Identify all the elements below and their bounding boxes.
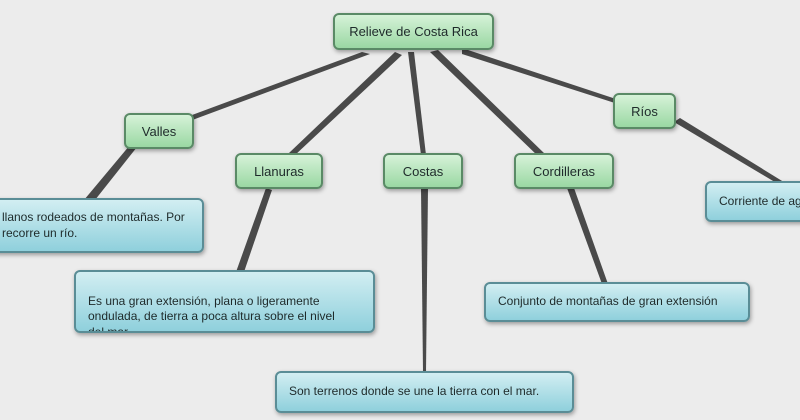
node-cordilleras-label: Cordilleras bbox=[532, 163, 596, 179]
edge-costas-definition bbox=[421, 188, 428, 372]
node-rios[interactable]: Ríos bbox=[613, 93, 676, 129]
root-node[interactable]: Relieve de Costa Rica bbox=[333, 13, 494, 50]
node-costas[interactable]: Costas bbox=[383, 153, 463, 189]
edge-rios-definition bbox=[674, 118, 800, 197]
definition-cordilleras[interactable]: Conjunto de montañas de gran extensión bbox=[484, 282, 750, 322]
edge-root-costas bbox=[408, 52, 426, 155]
definition-valles[interactable]: llanos rodeados de montañas. Por recorre… bbox=[0, 198, 204, 253]
definition-costas[interactable]: Son terrenos donde se une la tierra con … bbox=[275, 371, 574, 413]
edge-root-cordilleras bbox=[430, 50, 546, 158]
edge-valles-definition bbox=[84, 145, 137, 200]
definition-cordilleras-text: Conjunto de montañas de gran extensión bbox=[498, 294, 718, 309]
definition-llanuras[interactable]: Es una gran extensión, plana o ligeramen… bbox=[74, 270, 375, 333]
edge-llanuras-definition bbox=[236, 188, 272, 272]
node-valles[interactable]: Valles bbox=[124, 113, 194, 149]
edge-root-valles bbox=[157, 52, 370, 132]
node-llanuras[interactable]: Llanuras bbox=[235, 153, 323, 189]
node-cordilleras[interactable]: Cordilleras bbox=[514, 153, 614, 189]
node-llanuras-label: Llanuras bbox=[254, 163, 304, 179]
edge-root-llanuras bbox=[289, 52, 402, 156]
definition-llanuras-text: Es una gran extensión, plana o ligeramen… bbox=[88, 293, 335, 333]
node-rios-label: Ríos bbox=[631, 103, 658, 119]
definition-rios-text: Corriente de ag bbox=[719, 193, 800, 208]
root-node-label: Relieve de Costa Rica bbox=[349, 24, 478, 39]
node-costas-label: Costas bbox=[402, 163, 444, 179]
definition-rios[interactable]: Corriente de ag bbox=[705, 181, 800, 222]
definition-valles-text: llanos rodeados de montañas. Por recorre… bbox=[2, 210, 185, 240]
edge-cordilleras-definition bbox=[567, 188, 608, 284]
node-valles-label: Valles bbox=[141, 123, 177, 139]
definition-costas-text: Son terrenos donde se une la tierra con … bbox=[289, 384, 540, 399]
edge-root-rios bbox=[462, 48, 619, 104]
